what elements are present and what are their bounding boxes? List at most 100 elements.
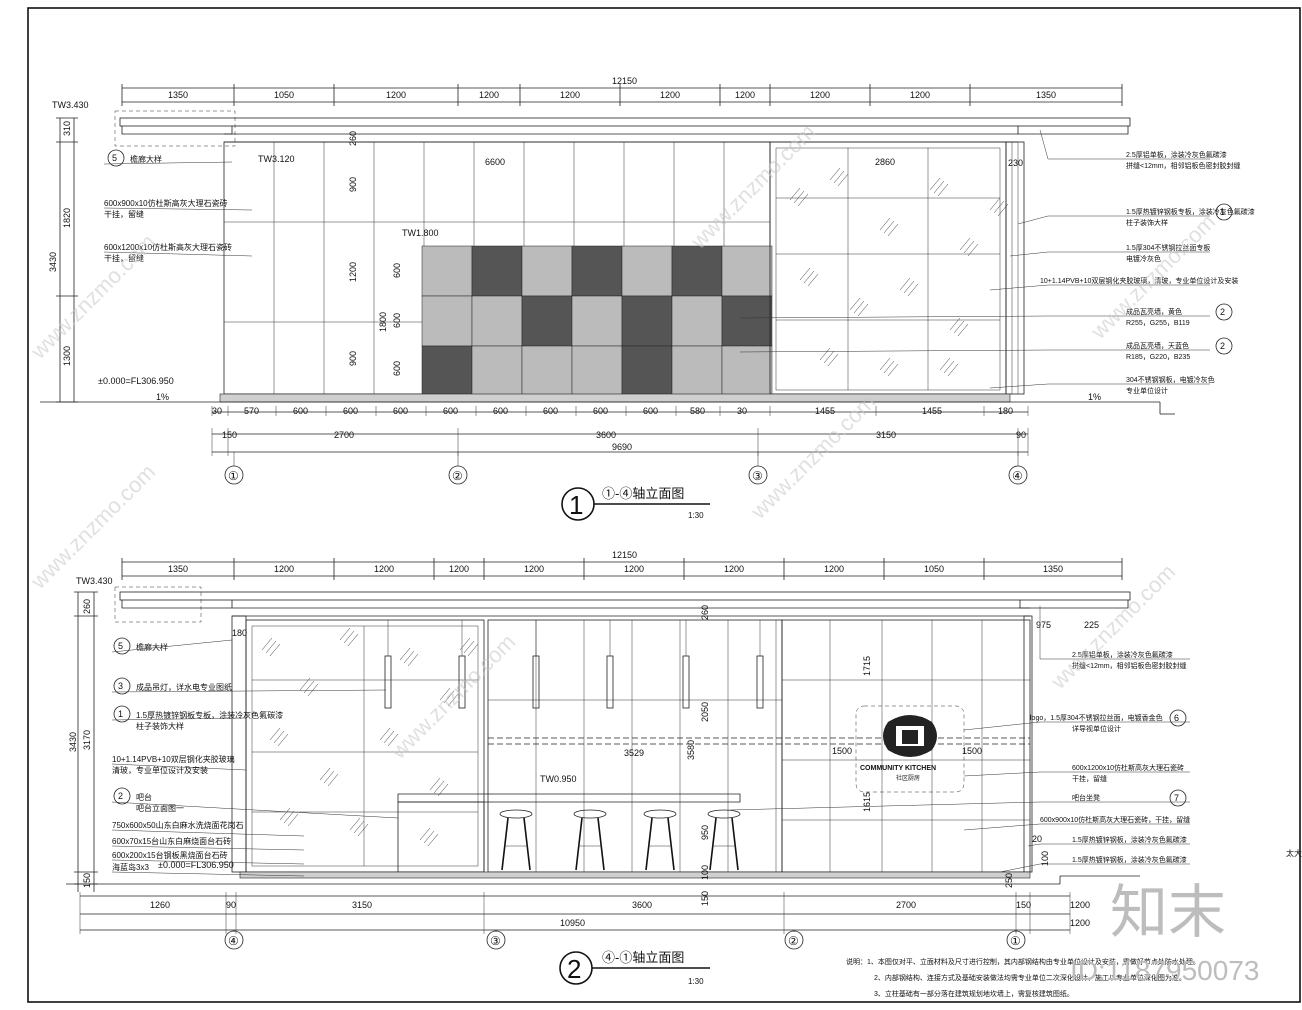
- dim-label: 1200: [660, 90, 680, 100]
- stool-leg: [731, 817, 739, 871]
- overall-dim-bottom-right: 1200: [1070, 918, 1090, 928]
- leader-line: [111, 717, 247, 721]
- glass-hatch: [339, 627, 351, 641]
- glass-hatch: [403, 650, 415, 664]
- dim-label: 250: [1004, 873, 1014, 888]
- note-text: 1.5厚304不锈钢拉丝面专板: [1126, 243, 1210, 252]
- axis-label: ③: [490, 934, 501, 948]
- stool-leg: [667, 817, 675, 871]
- overall-dim-bottom: 9690: [612, 442, 632, 452]
- note-text: 专业单位设计: [1126, 386, 1168, 395]
- leader-line: [1039, 129, 1049, 160]
- note-text: 海蓝岛3x3: [112, 862, 149, 872]
- glass-hatch: [349, 817, 361, 831]
- axis-label: ③: [752, 469, 763, 483]
- dim-label: 30: [737, 406, 747, 416]
- dim-label: 3430: [48, 252, 58, 272]
- glass-hatch: [799, 267, 811, 281]
- note-line-1: 说明：1、本图仅对平、立面材料及尺寸进行控制，其内部钢结构由专业单位设计及安装，…: [846, 957, 1200, 966]
- leader-line: [111, 801, 399, 819]
- pattern-tile: [671, 245, 723, 297]
- stool-seat: [573, 809, 607, 819]
- glass-hatch: [997, 203, 1009, 217]
- glass-hatch: [327, 773, 339, 787]
- dim-label: 900: [348, 351, 358, 366]
- dim-label: 180: [998, 406, 1013, 416]
- pattern-tile: [671, 295, 723, 347]
- view-title: ④-①轴立面图: [602, 950, 684, 965]
- note-text: 干挂，留缝: [1072, 774, 1107, 783]
- leader-line: [111, 845, 305, 851]
- overall-dim-top: 12150: [612, 76, 637, 86]
- dim-label: 600: [343, 406, 358, 416]
- glass-hatch: [419, 827, 431, 841]
- dim-label: 1260: [150, 900, 170, 910]
- note-text: logo，1.5厚304不锈钢拉丝面，电镀香金色: [1030, 713, 1163, 722]
- elev-mark-top: TW3.430: [76, 576, 113, 586]
- glass-hatch: [279, 807, 291, 821]
- pattern-tile: [721, 245, 773, 297]
- dim-label: 260: [82, 599, 92, 614]
- ground-level: ±0.000=FL306.950: [98, 376, 174, 386]
- callout-number: 2: [118, 791, 123, 801]
- glass-hatch: [807, 273, 819, 287]
- stool-leg: [709, 817, 717, 871]
- dim-label: 1820: [62, 208, 72, 228]
- glass-hatch: [887, 223, 899, 237]
- note-text: 600x900x10仿杜斯高灰大理石瓷砖，干挂，留缝: [1040, 815, 1190, 824]
- glass-hatch: [261, 637, 273, 651]
- note-text: 600x70x15台山东白麻烧面台石砖: [112, 836, 231, 846]
- glass-hatch: [989, 197, 1001, 211]
- dim-label: 1050: [274, 90, 294, 100]
- glass-hatch: [963, 240, 975, 254]
- dim-label: 1200: [449, 564, 469, 574]
- callout-number: 2: [1220, 307, 1225, 317]
- glass-hatch: [353, 820, 365, 834]
- dim-label: 1200: [824, 564, 844, 574]
- note-text: 成品瓦亮墙，黄色: [1126, 307, 1182, 316]
- glass-hatch: [903, 280, 915, 294]
- glass-hatch: [387, 733, 399, 747]
- dim-label: 3150: [352, 900, 372, 910]
- note-text: 10+1.14PVB+10双层钢化夹胶玻璃，清玻，专业单位设计及安装: [1040, 276, 1238, 285]
- note-text: 600x1200x10仿杜斯高灰大理石瓷砖: [1072, 763, 1184, 772]
- leader-line: [111, 859, 305, 865]
- glass-hatch: [443, 690, 455, 704]
- note-text: 成品吊灯，详水电专业图纸: [136, 682, 232, 692]
- dim-label: 90: [226, 900, 236, 910]
- dim-label: 1200: [524, 564, 544, 574]
- stool-seat: [643, 809, 677, 819]
- dim-label: 3170: [82, 730, 92, 750]
- pattern-tile: [471, 245, 523, 297]
- leader-line: [111, 871, 305, 877]
- stool-leg: [597, 817, 605, 871]
- note-text: 10+1.14PVB+10双层钢化夹胶玻璃: [112, 754, 235, 764]
- dim-label: 20: [1032, 834, 1042, 844]
- watermark-text: www.znzmo.com: [1045, 559, 1180, 694]
- callout-bubble: [1215, 303, 1233, 321]
- glass-hatch: [287, 813, 299, 827]
- glass-hatch: [829, 167, 841, 181]
- glass-hatch: [379, 727, 391, 741]
- dim-label: 600: [293, 406, 308, 416]
- dim-label: 310: [62, 121, 72, 136]
- note-line-2: 2、内部钢结构、连接方式及基础安装做法均需专业单位二次深化设计，施工以专业单位深…: [874, 973, 1186, 982]
- stool-seat: [499, 809, 533, 819]
- axis-bubble: [448, 465, 468, 485]
- callout-bubble: [107, 149, 125, 167]
- callout-bubble: [1169, 789, 1187, 807]
- leader-line: [989, 383, 1049, 389]
- callout-number: 6: [1174, 713, 1179, 723]
- view-title: ①-④轴立面图: [602, 486, 684, 501]
- dim-label: 1200: [479, 90, 499, 100]
- note-text: 吧台: [136, 792, 152, 802]
- leader-line: [1017, 215, 1049, 225]
- overall-dim-bottom: 10950: [560, 918, 585, 928]
- dim-label: 260: [348, 131, 358, 146]
- dim-label: 570: [244, 406, 259, 416]
- pattern-tile: [621, 345, 673, 397]
- inner-dim: 225: [1084, 620, 1099, 630]
- dim-label: 90: [1016, 430, 1026, 440]
- pattern-tile: [471, 345, 523, 397]
